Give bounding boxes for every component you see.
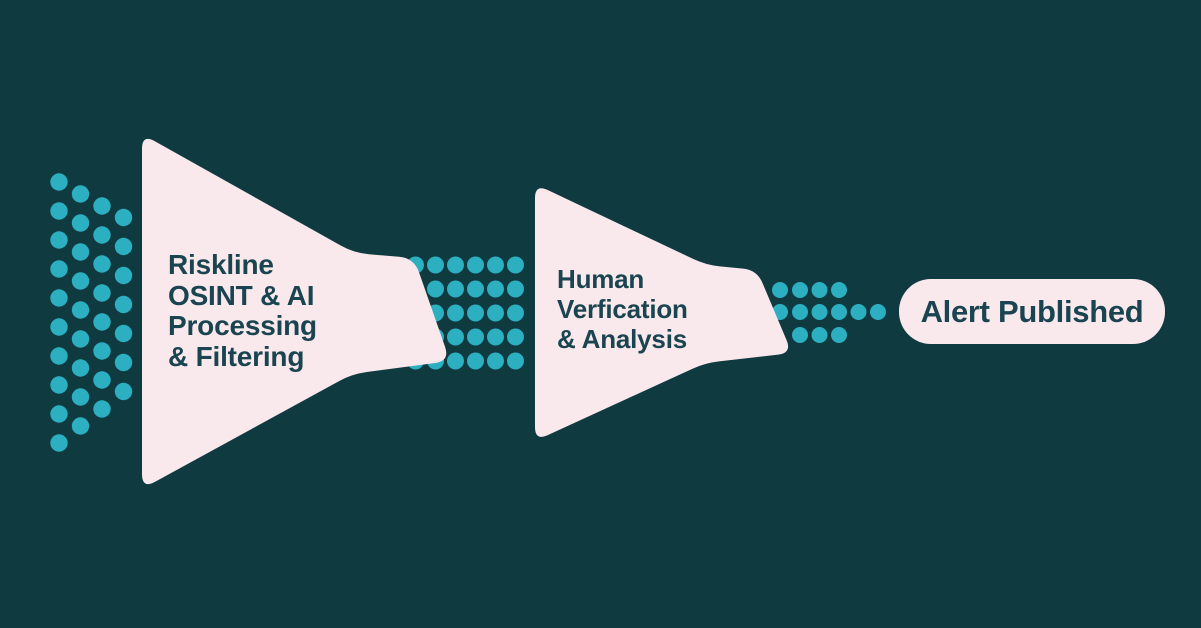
verified-signals-dots	[772, 282, 886, 343]
input-signals-dots	[50, 173, 133, 452]
stage1-label: Riskline OSINT & AI Processing & Filteri…	[168, 249, 317, 372]
stage2-label-line: & Analysis	[557, 324, 687, 354]
stage2-label: Human Verfication & Analysis	[557, 264, 688, 354]
stage2-label-line: Verfication	[557, 294, 688, 324]
stage2-label-line: Human	[557, 264, 645, 294]
alert-published-pill: Alert Published	[899, 279, 1165, 344]
stage1-funnel-shape	[142, 138, 447, 485]
stage2-funnel-shape	[535, 188, 789, 437]
stage1-label-line: & Filtering	[168, 340, 305, 372]
stage1-label-line: OSINT & AI	[168, 279, 315, 311]
stage1-label-line: Processing	[168, 310, 317, 341]
alert-published-label: Alert Published	[920, 293, 1144, 329]
stage1-label-line: Riskline	[168, 249, 274, 280]
